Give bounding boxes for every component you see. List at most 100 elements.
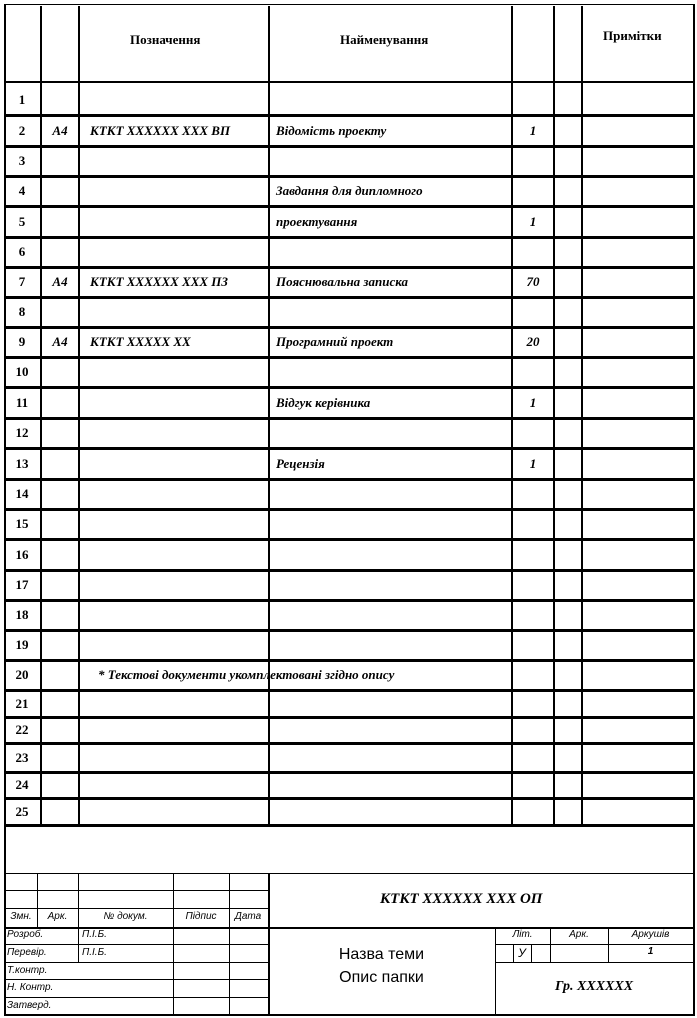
stamp-col-sheet: Арк.	[47, 911, 68, 922]
rule-line	[4, 771, 695, 774]
rule-line	[40, 6, 42, 824]
row-quantity: 1	[529, 456, 537, 471]
rule-line	[4, 114, 695, 117]
row-number: 7	[18, 274, 26, 289]
note-row-20: * Текстові документи укомплектовані згід…	[98, 667, 395, 682]
row-name: проектування	[276, 214, 358, 229]
rule-line	[4, 538, 695, 541]
row-name: Програмний проект	[276, 334, 394, 349]
rule-line	[4, 797, 695, 800]
row-format: А4	[52, 274, 68, 289]
rule-line	[4, 629, 695, 632]
row-number: 10	[15, 364, 29, 379]
stamp-approved: Затверд.	[7, 1000, 52, 1011]
rule-line	[78, 873, 79, 927]
row-designation: КТКТ ХХХХХХ ХХХ ВП	[90, 123, 231, 138]
rule-line	[511, 6, 513, 824]
rule-line	[4, 175, 695, 178]
rule-line	[4, 266, 695, 269]
rule-line	[553, 6, 555, 824]
rule-line	[78, 927, 79, 962]
row-quantity: 1	[529, 395, 537, 410]
row-quantity: 70	[526, 274, 540, 289]
rule-line	[4, 4, 695, 5]
header-name: Найменування	[340, 32, 429, 47]
row-number: 19	[15, 637, 29, 652]
rule-line	[4, 944, 268, 945]
rule-line	[4, 236, 695, 239]
stamp-doc-code: КТКТ ХХХХХХ ХХХ ОП	[380, 891, 543, 907]
stamp-col-sign: Підпис	[185, 911, 217, 922]
rule-line	[4, 979, 268, 980]
rule-line	[495, 944, 695, 945]
row-quantity: 1	[529, 214, 537, 229]
row-number: 2	[18, 123, 26, 138]
stamp-col-docnum: № докум.	[103, 911, 148, 922]
row-number: 8	[18, 304, 26, 319]
row-name: Відомість проекту	[276, 123, 387, 138]
rule-line	[4, 447, 695, 450]
rule-line	[4, 927, 695, 929]
rule-line	[4, 81, 695, 83]
header-designation: Позначення	[130, 32, 201, 47]
rule-line	[4, 873, 695, 874]
rule-line	[268, 6, 270, 824]
rule-line	[4, 824, 695, 827]
row-number: 16	[15, 547, 29, 562]
rule-line	[4, 569, 695, 572]
stamp-developed: Розроб.	[7, 929, 44, 940]
row-number: 20	[15, 667, 29, 682]
rule-line	[37, 873, 38, 927]
row-number: 11	[15, 395, 29, 410]
stamp-name-dev: П.І.Б.	[82, 929, 107, 940]
rule-line	[229, 927, 230, 1016]
stamp-tcontrol: Т.контр.	[7, 965, 48, 976]
stamp-lit-label: Літ.	[512, 929, 533, 940]
rule-line	[4, 908, 268, 909]
row-designation: КТКТ ХХХХХ ХХ	[90, 334, 191, 349]
rule-line	[173, 873, 174, 927]
rule-line	[4, 962, 268, 963]
row-number: 23	[15, 750, 29, 765]
row-number: 22	[15, 722, 29, 737]
stamp-title-line1: Назва теми	[338, 946, 425, 963]
rule-line	[531, 944, 532, 962]
rule-line	[4, 296, 695, 299]
stamp-col-date: Дата	[234, 911, 262, 922]
row-quantity: 1	[529, 123, 537, 138]
stamp-name-chk: П.І.Б.	[82, 947, 107, 958]
rule-line	[4, 997, 268, 998]
stamp-title-line2: Опис папки	[339, 969, 424, 986]
row-name: Рецензія	[276, 456, 325, 471]
rule-line	[581, 6, 583, 824]
rule-line	[4, 356, 695, 359]
rule-line	[4, 508, 695, 511]
row-format: А4	[52, 123, 68, 138]
row-number: 1	[18, 92, 26, 107]
row-number: 12	[15, 425, 29, 440]
stamp-lit-value: У	[518, 946, 526, 960]
row-name: Завдання для дипломного	[276, 183, 423, 198]
rule-line	[4, 386, 695, 389]
rule-line	[173, 927, 174, 1016]
stamp-sheet-label: Арк.	[569, 929, 589, 940]
row-number: 14	[15, 486, 29, 501]
rule-line	[495, 962, 695, 963]
rule-line	[495, 927, 496, 1016]
row-name: Пояснювальна записка	[276, 274, 408, 289]
row-name: Відгук керівника	[276, 395, 371, 410]
row-number: 6	[18, 244, 26, 259]
row-number: 13	[15, 456, 29, 471]
rule-line	[4, 1014, 695, 1016]
row-designation: КТКТ ХХХХХХ ХХХ ПЗ	[90, 274, 229, 289]
rule-line	[4, 742, 695, 745]
rule-line	[608, 927, 609, 962]
row-number: 25	[15, 804, 29, 819]
rule-line	[4, 417, 695, 420]
row-number: 24	[15, 777, 29, 792]
rule-line	[4, 145, 695, 148]
rule-line	[4, 205, 695, 208]
header-notes: Примітки	[603, 28, 662, 43]
rule-line	[268, 873, 270, 1016]
